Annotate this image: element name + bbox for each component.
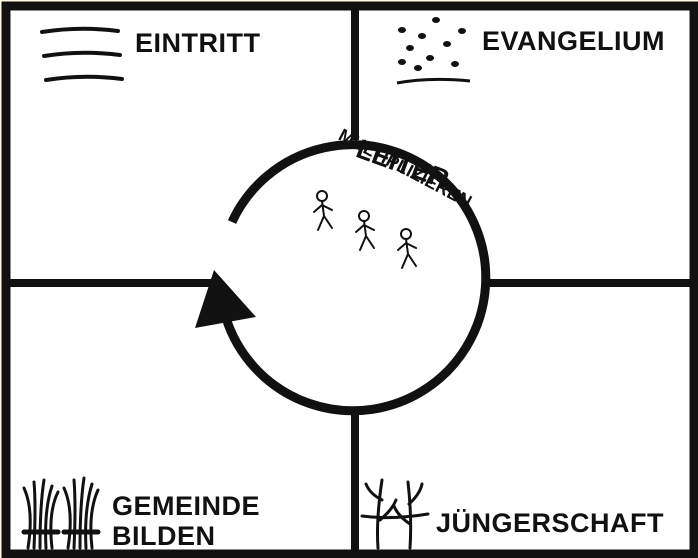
label-evangelium: EVANGELIUM [482,26,665,57]
label-bilden: BILDEN [112,521,260,551]
label-eintritt: EINTRITT [135,28,261,59]
label-juengerschaft: JÜNGERSCHAFT [436,508,664,539]
label-gemeinde: GEMEINDE [112,491,260,521]
label-gemeinde-bilden: GEMEINDE BILDEN [112,491,260,551]
